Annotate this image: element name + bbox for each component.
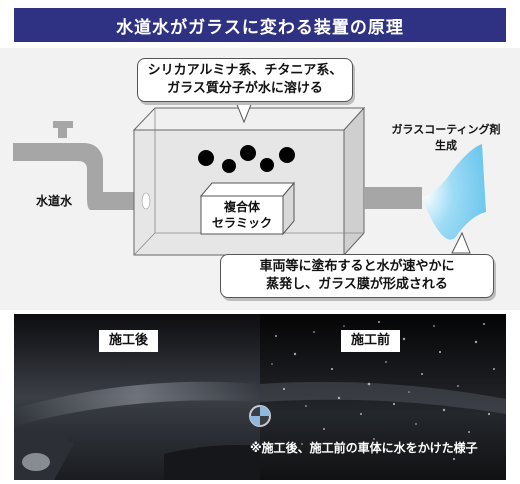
tap-water-label: 水道水	[36, 194, 73, 208]
bottom-callout-pointer	[451, 231, 471, 254]
after-label: 施工後	[99, 330, 159, 352]
diagram-panel: シリカアルミナ系、チタニア系、 ガラス質分子が水に溶ける 水道水 複合体 セラミ…	[0, 48, 520, 310]
molecule-callout-line1: シリカアルミナ系、チタニア系、	[147, 63, 343, 78]
ceramic-label: 複合体 セラミック	[201, 199, 283, 231]
spray-icon	[422, 144, 486, 240]
ceramic-label-line1: 複合体	[223, 200, 260, 214]
molecules	[198, 145, 295, 173]
outlet-pipe	[364, 187, 422, 209]
water-droplets	[271, 321, 495, 461]
spray-label-line1: ガラスコーティング剤	[391, 123, 501, 136]
spray-label: ガラスコーティング剤 生成	[380, 122, 512, 154]
molecule-callout: シリカアルミナ系、チタニア系、 ガラス質分子が水に溶ける	[137, 58, 353, 102]
faucet-icon	[13, 121, 134, 210]
photo-caption: ※施工後、施工前の車体に水をかけた様子	[250, 441, 478, 455]
pipe-inlet	[141, 192, 151, 210]
molecule-callout-line2: ガラス質分子が水に溶ける	[167, 81, 323, 96]
evaporation-callout-line1: 車両等に塗布すると水が速やかに	[259, 259, 455, 274]
ceramic-block	[199, 181, 296, 236]
before-label: 施工前	[341, 330, 401, 352]
evaporation-callout-line2: 蒸発し、ガラス膜が形成される	[266, 277, 448, 292]
ceramic-label-line2: セラミック	[211, 216, 272, 230]
spray-label-line2: 生成	[435, 139, 457, 152]
car-hood-photo: 施工後 施工前 ※施工後、施工前の車体に水をかけた様子	[14, 314, 506, 480]
evaporation-callout: 車両等に塗布すると水が速やかに 蒸発し、ガラス膜が形成される	[220, 254, 494, 298]
diagram-title: 水道水がガラスに変わる装置の原理	[14, 8, 506, 42]
top-callout-pointer	[235, 101, 253, 124]
